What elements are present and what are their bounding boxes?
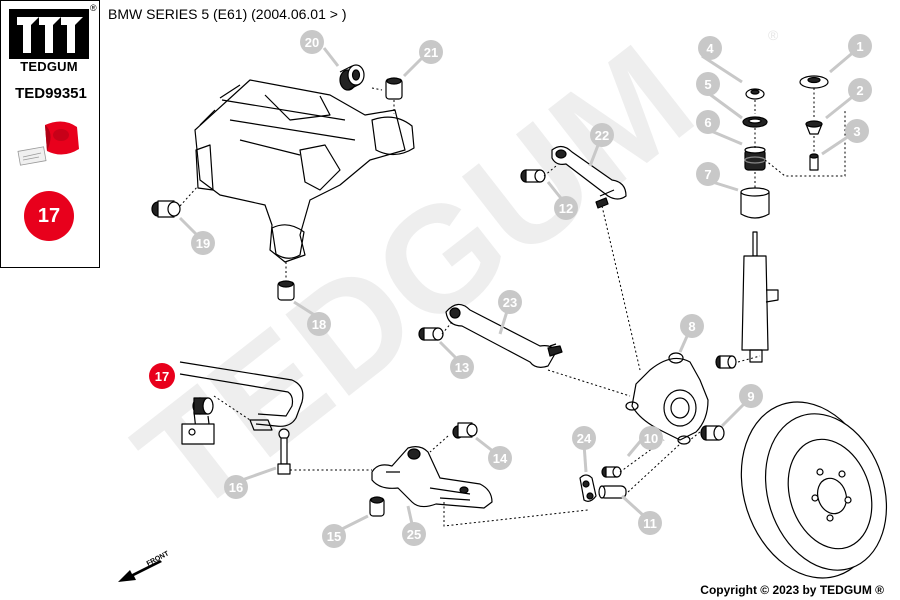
watermark-reg-mark: ® xyxy=(768,27,779,43)
control-arm-23 xyxy=(445,303,563,368)
callout-badge-19[interactable]: 19 xyxy=(191,231,215,255)
callout-badge-13[interactable]: 13 xyxy=(450,355,474,379)
shock-absorber-assembly xyxy=(740,88,779,363)
bushing-21 xyxy=(385,77,403,100)
callout-badge-21[interactable]: 21 xyxy=(419,40,443,64)
callout-badge-8[interactable]: 8 xyxy=(680,314,704,338)
copyright-notice: Copyright © 2023 by TEDGUM ® xyxy=(700,583,884,597)
callout-number: 16 xyxy=(229,480,243,495)
callout-number: 13 xyxy=(455,360,469,375)
callout-number: 23 xyxy=(503,295,517,310)
product-sidebar: ® TEDGUM TED99351 17 xyxy=(0,0,100,268)
bushing-14 xyxy=(452,422,478,439)
callout-number: 24 xyxy=(577,431,592,446)
page-title: BMW SERIES 5 (E61) (2004.06.01 > ) xyxy=(108,6,347,22)
bushing-18 xyxy=(277,280,295,301)
callout-badge-23[interactable]: 23 xyxy=(498,290,522,314)
callout-badge-5[interactable]: 5 xyxy=(696,72,720,96)
callout-badge-15[interactable]: 15 xyxy=(322,524,346,548)
tedgum-logo-icon xyxy=(9,9,89,59)
callout-badge-2[interactable]: 2 xyxy=(848,78,872,102)
wheel-tire xyxy=(740,401,888,579)
callout-badge-7[interactable]: 7 xyxy=(696,162,720,186)
callout-number: 9 xyxy=(747,389,754,404)
callout-number: 22 xyxy=(595,128,609,143)
callout-badge-10[interactable]: 10 xyxy=(639,426,663,450)
control-arm-25 xyxy=(371,446,493,509)
callout-badge-1[interactable]: 1 xyxy=(848,34,872,58)
callout-badge-25[interactable]: 25 xyxy=(402,522,426,546)
callout-number: 5 xyxy=(704,77,711,92)
callout-badge-24[interactable]: 24 xyxy=(572,426,596,450)
toe-link-24 xyxy=(579,474,597,502)
bushing-19 xyxy=(151,200,181,218)
bushing-20 xyxy=(339,64,365,91)
front-label: FRONT xyxy=(146,550,171,568)
callout-badge-17[interactable]: 17 xyxy=(149,363,175,389)
fastener-bolts xyxy=(549,197,609,347)
callout-number: 8 xyxy=(688,319,695,334)
callout-badge-6[interactable]: 6 xyxy=(696,110,720,134)
dotted-leader-lines xyxy=(179,87,846,527)
callout-badges: 1 2 3 4 5 6 7 xyxy=(149,30,872,548)
stabilizer-link-16 xyxy=(277,428,291,475)
bushing-10 xyxy=(601,466,622,478)
callout-number: 11 xyxy=(643,516,657,531)
callout-badge-12[interactable]: 12 xyxy=(554,196,578,220)
wheel-hub-knuckle xyxy=(625,352,709,445)
callout-number: 25 xyxy=(407,527,421,542)
callout-number: 7 xyxy=(704,167,711,182)
part-number: TED99351 xyxy=(15,85,87,102)
callout-badge-4[interactable]: 4 xyxy=(698,36,722,60)
callout-number: 2 xyxy=(856,83,863,98)
callout-badge-11[interactable]: 11 xyxy=(638,511,662,535)
callout-badge-22[interactable]: 22 xyxy=(590,123,614,147)
callout-number: 1 xyxy=(856,39,863,54)
registered-mark: ® xyxy=(90,3,97,13)
callout-number: 15 xyxy=(327,529,341,544)
callout-number: 6 xyxy=(704,115,711,130)
callout-badge-14[interactable]: 14 xyxy=(488,446,512,470)
bushing-9 xyxy=(700,425,725,441)
callout-number: 17 xyxy=(155,369,169,384)
callout-badge-3[interactable]: 3 xyxy=(845,119,869,143)
front-direction-indicator: FRONT xyxy=(118,550,171,582)
callout-number: 14 xyxy=(493,451,508,466)
callout-badge-18[interactable]: 18 xyxy=(307,312,331,336)
callout-number: 12 xyxy=(559,201,573,216)
sleeve-11 xyxy=(598,485,627,499)
bushing-15 xyxy=(369,496,385,517)
callout-number: 10 xyxy=(644,431,658,446)
rear-subframe xyxy=(194,79,415,263)
top-mount-parts xyxy=(799,75,829,171)
callout-number: 20 xyxy=(305,35,319,50)
callout-number: 18 xyxy=(312,317,326,332)
stabilizer-bar xyxy=(179,361,304,445)
callout-number: 4 xyxy=(706,41,714,56)
bushing-8 xyxy=(715,355,737,369)
control-arm-22 xyxy=(551,145,627,203)
bushing-12 xyxy=(520,169,546,183)
callout-number: 3 xyxy=(853,124,860,139)
callout-badge-16[interactable]: 16 xyxy=(224,475,248,499)
highlighted-part-badge[interactable]: 17 xyxy=(24,191,74,241)
callout-badge-20[interactable]: 20 xyxy=(300,30,324,54)
callout-badge-9[interactable]: 9 xyxy=(739,384,763,408)
product-thumbnail-icon[interactable] xyxy=(15,113,85,171)
callout-number: 19 xyxy=(196,236,210,251)
brand-name: TEDGUM xyxy=(20,59,78,74)
bushing-13 xyxy=(418,327,444,341)
callout-number: 21 xyxy=(424,45,438,60)
